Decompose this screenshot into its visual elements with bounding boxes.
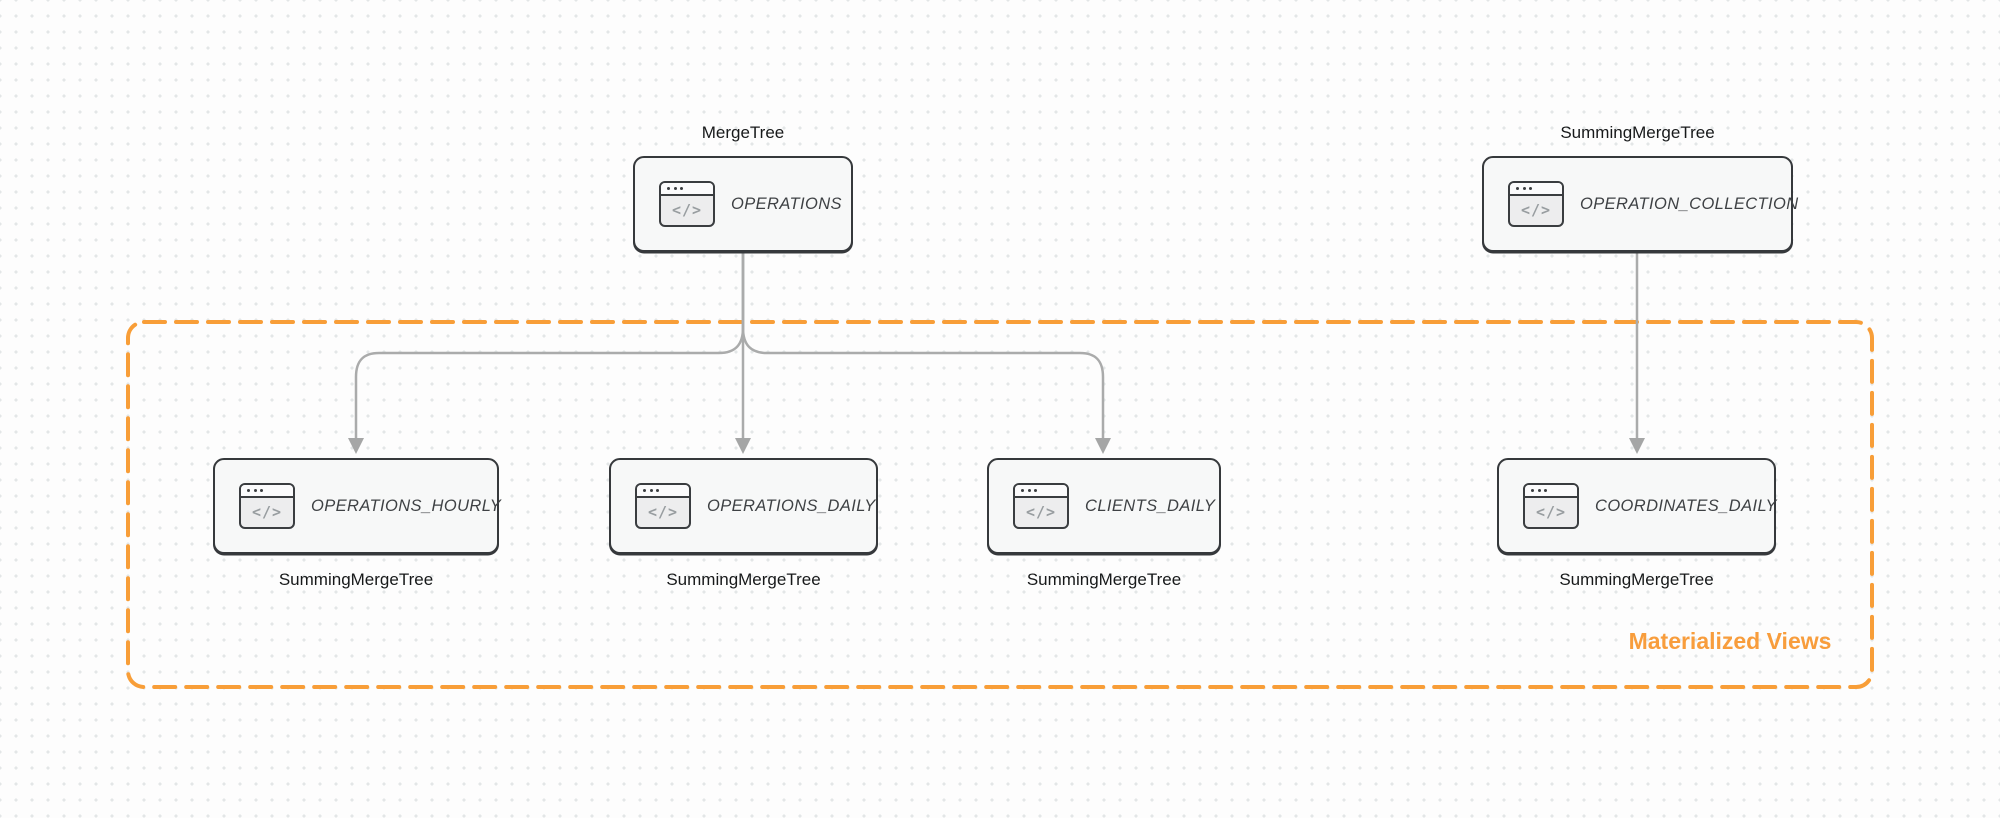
- arrowhead: [348, 438, 364, 454]
- code-glyph: </>: [671, 201, 703, 219]
- node-operation-collection[interactable]: SummingMergeTree </> OPERATION_COLLECTIO…: [1482, 123, 1798, 252]
- node-box-coordinates-daily[interactable]: </> COORDINATES_DAILY: [1497, 458, 1777, 554]
- edge-operations-to-operations-hourly: [348, 253, 745, 454]
- code-window-icon: </>: [239, 483, 295, 529]
- arrowhead: [1629, 438, 1645, 454]
- arrowhead: [735, 438, 751, 454]
- code-glyph: </>: [647, 503, 679, 521]
- node-title: OPERATIONS_DAILY: [707, 496, 876, 515]
- edge-operation-collection-to-coordinates-daily: [1629, 253, 1645, 454]
- node-box-clients-daily[interactable]: </> CLIENTS_DAILY: [987, 458, 1221, 554]
- window-titlebar: [241, 485, 293, 498]
- code-window-icon: </>: [1013, 483, 1069, 529]
- node-title: OPERATIONS_HOURLY: [311, 496, 502, 515]
- window-titlebar: [1525, 485, 1577, 498]
- window-titlebar: [1015, 485, 1067, 498]
- engine-label: SummingMergeTree: [666, 570, 821, 589]
- engine-label: SummingMergeTree: [278, 570, 434, 589]
- edge-operations-to-operations-daily: [735, 253, 751, 454]
- engine-label: SummingMergeTree: [1026, 570, 1182, 589]
- code-glyph: </>: [1535, 503, 1567, 521]
- arrowhead: [1095, 438, 1111, 454]
- node-title: COORDINATES_DAILY: [1595, 496, 1777, 515]
- code-window-icon: </>: [659, 181, 715, 227]
- node-box-operation-collection[interactable]: </> OPERATION_COLLECTION: [1482, 156, 1798, 252]
- engine-label: SummingMergeTree: [1559, 570, 1714, 589]
- window-titlebar: [637, 485, 689, 498]
- engine-label: SummingMergeTree: [1560, 123, 1715, 142]
- code-window-icon: </>: [1508, 181, 1564, 227]
- window-titlebar: [661, 183, 713, 196]
- node-operations-daily[interactable]: </> OPERATIONS_DAILY SummingMergeTree: [609, 458, 878, 589]
- node-box-operations[interactable]: </> OPERATIONS: [633, 156, 853, 252]
- node-box-operations-hourly[interactable]: </> OPERATIONS_HOURLY: [213, 458, 502, 554]
- node-title: OPERATIONS: [731, 194, 842, 213]
- window-titlebar: [1510, 183, 1562, 196]
- node-coordinates-daily[interactable]: </> COORDINATES_DAILY SummingMergeTree: [1497, 458, 1777, 589]
- code-glyph: </>: [251, 503, 283, 521]
- edge-operations-to-clients-daily: [741, 253, 1111, 454]
- node-clients-daily[interactable]: </> CLIENTS_DAILY SummingMergeTree: [987, 458, 1221, 589]
- node-title: CLIENTS_DAILY: [1085, 496, 1216, 515]
- node-operations-hourly[interactable]: </> OPERATIONS_HOURLY SummingMergeTree: [213, 458, 502, 589]
- node-operations[interactable]: MergeTree </> OPERATIONS: [633, 123, 853, 252]
- node-title: OPERATION_COLLECTION: [1580, 194, 1799, 213]
- code-window-icon: </>: [1523, 483, 1579, 529]
- materialized-views-label: Materialized Views: [1628, 628, 1832, 654]
- node-box-operations-daily[interactable]: </> OPERATIONS_DAILY: [609, 458, 878, 554]
- engine-label: MergeTree: [701, 123, 785, 142]
- code-window-icon: </>: [635, 483, 691, 529]
- code-glyph: </>: [1025, 503, 1057, 521]
- code-glyph: </>: [1520, 201, 1552, 219]
